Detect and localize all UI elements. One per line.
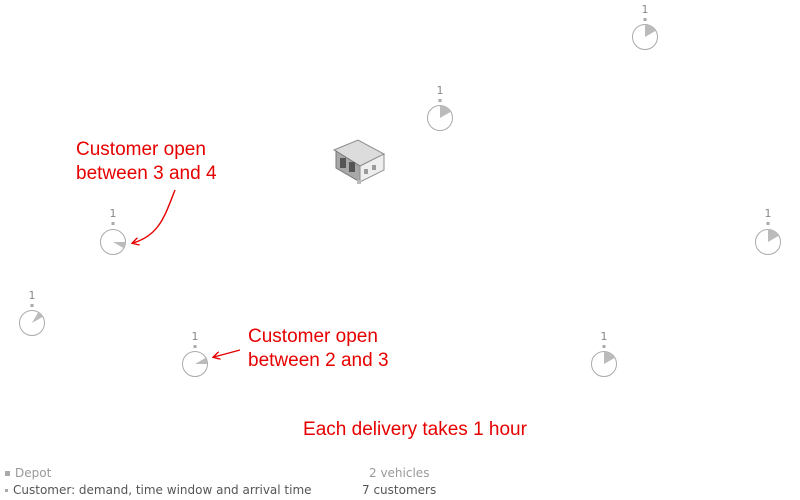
- time-window-wedge: [768, 229, 779, 242]
- legend-customers-count: 7 customers: [362, 483, 436, 497]
- customer-demand-label: 1: [29, 289, 36, 302]
- customer-node: 1: [755, 207, 781, 255]
- depot-legend-marker: [5, 471, 10, 476]
- customer-node: 1: [427, 84, 453, 131]
- demand-marker: [111, 222, 115, 225]
- annotation-arrow-3-4: [133, 189, 176, 243]
- legend-depot-label: Depot: [15, 466, 52, 480]
- demand-marker: [438, 99, 442, 102]
- depot-warehouse-icon: [332, 139, 386, 184]
- demand-marker: [643, 18, 647, 21]
- legend-vehicles-label: 2 vehicles: [369, 466, 430, 480]
- customer-demand-label: 1: [642, 3, 649, 16]
- annotation-arrow-2-3: [214, 349, 241, 357]
- customer-node: 1: [182, 330, 208, 377]
- demand-marker: [30, 304, 34, 307]
- customer-demand-label: 1: [765, 207, 772, 220]
- legend-depot: Depot: [5, 466, 51, 480]
- customer-demand-label: 1: [110, 207, 117, 220]
- customer-node: 1: [19, 289, 45, 336]
- annotation-customer-2-3-line2: between 2 and 3: [248, 350, 389, 371]
- customer-node: 1: [100, 207, 126, 255]
- annotation-customer-3-4-line1: Customer open: [76, 139, 206, 160]
- customer-demand-label: 1: [437, 84, 444, 97]
- customer-demand-label: 1: [192, 330, 199, 343]
- customer-node: 1: [632, 3, 658, 50]
- demand-marker: [766, 222, 770, 225]
- customer-node: 1: [591, 330, 617, 377]
- legend-vehicles: 2 vehicles: [369, 466, 429, 480]
- legend-customer-label: Customer: demand, time window and arriva…: [13, 483, 312, 497]
- customer-demand-label: 1: [601, 330, 608, 343]
- demand-marker: [602, 345, 606, 348]
- customer-legend-marker: [5, 489, 8, 492]
- annotation-customer-3-4-line2: between 3 and 4: [76, 163, 217, 184]
- time-window-wedge: [604, 351, 615, 364]
- time-window-wedge: [32, 312, 43, 323]
- legend-customer: Customer: demand, time window and arriva…: [5, 483, 312, 497]
- time-window-wedge: [113, 242, 126, 249]
- annotation-customer-2-3-line1: Customer open: [248, 326, 378, 347]
- legend-customers-count-label: 7 customers: [362, 483, 437, 497]
- time-window-wedge: [195, 357, 208, 364]
- demand-marker: [193, 345, 197, 348]
- time-window-wedge: [645, 24, 656, 37]
- annotation-delivery-duration: Each delivery takes 1 hour: [303, 419, 528, 440]
- time-window-wedge: [440, 105, 451, 118]
